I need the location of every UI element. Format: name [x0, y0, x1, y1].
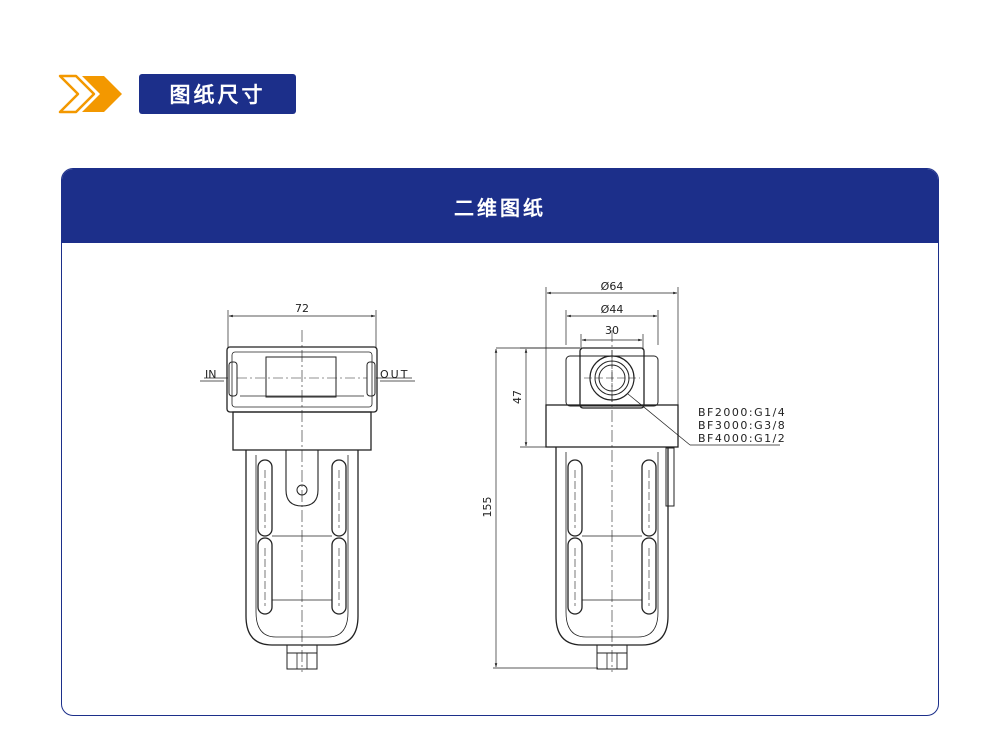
inlet-label: IN [205, 368, 216, 381]
port-spec-3: BF4000:G1/2 [698, 432, 786, 445]
dia-inner-dim: Ø44 [601, 303, 624, 316]
double-chevron-icon [58, 74, 122, 114]
height-top-dim: 47 [511, 390, 524, 404]
left-view [200, 310, 415, 672]
dia-outer-dim: Ø64 [601, 280, 624, 293]
section-title: 图纸尺寸 [139, 74, 296, 114]
height-total-dim: 155 [481, 497, 494, 518]
left-width-dim: 72 [295, 302, 309, 315]
drawing-panel: 二维图纸 [61, 168, 939, 716]
right-view [493, 287, 780, 672]
port-spec-2: BF3000:G3/8 [698, 419, 786, 432]
port-spec-1: BF2000:G1/4 [698, 406, 786, 419]
outlet-label: OUT [380, 368, 409, 381]
port-width-dim: 30 [605, 324, 619, 337]
panel-title: 二维图纸 [62, 169, 938, 243]
